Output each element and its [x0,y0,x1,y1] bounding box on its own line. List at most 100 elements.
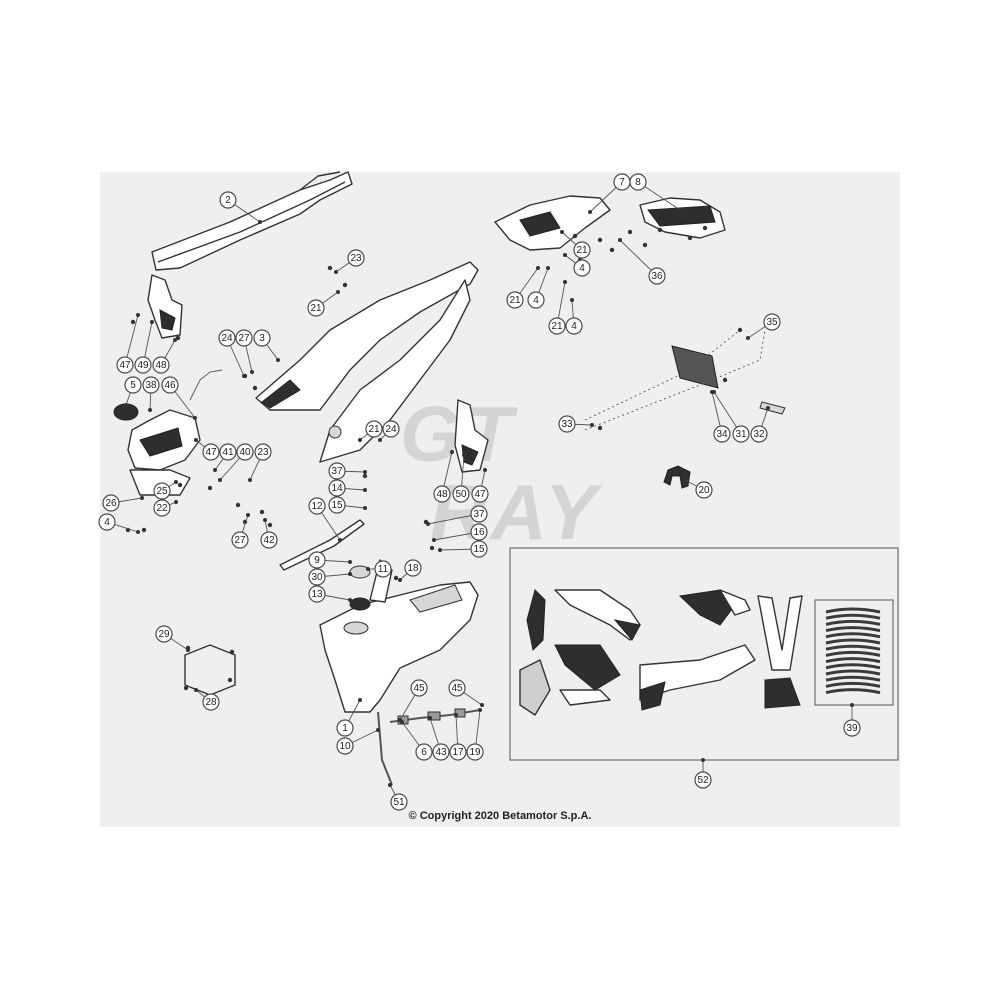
callout-circle [713,425,731,443]
callout-c1: 1 [336,719,354,737]
callout-label: 38 [145,380,157,391]
callout-circle [153,482,171,500]
callout-circle [219,443,237,461]
callout-circle [142,376,160,394]
leader-dot-c19 [478,708,482,712]
callout-label: 5 [130,380,136,391]
callout-label: 48 [436,489,448,500]
leader-dot-c37b [426,522,430,526]
callout-label: 12 [311,501,323,512]
callout-circle [732,425,750,443]
callout-circle [471,485,489,503]
leader-dot-c39 [850,703,854,707]
callout-circle [410,679,428,697]
leader-dot-c51 [388,783,392,787]
callout-label: 49 [137,360,149,371]
callout-label: 45 [413,683,425,694]
leader-dot-c23b [248,478,252,482]
callout-c9: 9 [308,551,326,569]
leader-dot-c43 [428,716,432,720]
callout-circle [260,531,278,549]
callout-label: 4 [104,517,110,528]
callout-label: 39 [846,723,858,734]
leader-dot-c14 [363,488,367,492]
callout-label: 43 [435,747,447,758]
callout-c11: 11 [374,560,392,578]
callout-c21e: 21 [365,420,383,438]
left-frame-guard-part [147,274,183,339]
callout-c47b: 47 [202,443,220,461]
fastener-dot [227,677,233,683]
fastener-dot [597,237,603,243]
callout-c43: 43 [432,743,450,761]
callout-circle [308,568,326,586]
callout-label: 47 [474,489,486,500]
callout-circle [548,317,566,335]
callout-circle [347,249,365,267]
leader-dot-c18 [398,578,402,582]
callout-c48b: 48 [433,485,451,503]
hook-part [663,465,691,489]
callout-c40: 40 [236,443,254,461]
callout-circle [506,291,524,309]
leader-dot-c8 [678,208,682,212]
rim-stickers-part [825,607,881,695]
callout-circle [308,497,326,515]
fastener-dot [259,509,265,515]
fastener-dot [235,502,241,508]
leader-dot-c21d [563,280,567,284]
callout-c15b: 15 [470,540,488,558]
leader-dot-c20 [683,478,687,482]
callout-c50: 50 [452,485,470,503]
callout-circle [202,443,220,461]
leader-dot-c26 [140,496,144,500]
fastener-dot [429,545,435,551]
leader-dot-c1 [358,698,362,702]
leader-dot-c42 [263,518,267,522]
callout-label: 47 [205,447,217,458]
callout-c21a: 21 [307,299,325,317]
callout-label: 8 [635,177,641,188]
callout-label: 21 [576,245,588,256]
leader-dot-c4c [546,266,550,270]
fastener-dot [177,482,183,488]
fastener-dot [267,522,273,528]
callout-label: 6 [421,747,427,758]
callout-circle [573,241,591,259]
callout-c17: 17 [449,743,467,761]
leader-dot-c41 [213,468,217,472]
callout-c19: 19 [466,743,484,761]
callout-c10: 10 [336,737,354,755]
callout-label: 19 [469,747,481,758]
fastener-dot [627,229,633,235]
callout-circle [328,462,346,480]
callout-circle [328,496,346,514]
callout-label: 40 [239,447,251,458]
rim-sticker-stripe [825,650,881,657]
callout-label: 36 [651,271,663,282]
rim-sticker-stripe [825,675,881,682]
callout-label: 25 [156,486,168,497]
callout-c15a: 15 [328,496,346,514]
leader-dot-c9 [348,560,352,564]
leader-dot-c13 [348,598,352,602]
callout-c36: 36 [648,267,666,285]
callout-label: 4 [571,321,577,332]
callout-label: 17 [452,747,464,758]
callout-c12: 12 [308,497,326,515]
callout-circle [558,415,576,433]
callout-circle [466,743,484,761]
callout-label: 52 [697,775,709,786]
callout-c29: 29 [155,625,173,643]
leader-dot-c48b [450,450,454,454]
callout-circle [219,191,237,209]
tail-light-part [494,195,726,251]
callout-c21d: 21 [548,317,566,335]
callout-c33: 33 [558,415,576,433]
callout-label: 41 [222,447,234,458]
callout-label: 22 [156,503,168,514]
callout-c42: 42 [260,531,278,549]
callout-circle [134,356,152,374]
callout-circle [470,505,488,523]
callout-label: 50 [455,489,467,500]
